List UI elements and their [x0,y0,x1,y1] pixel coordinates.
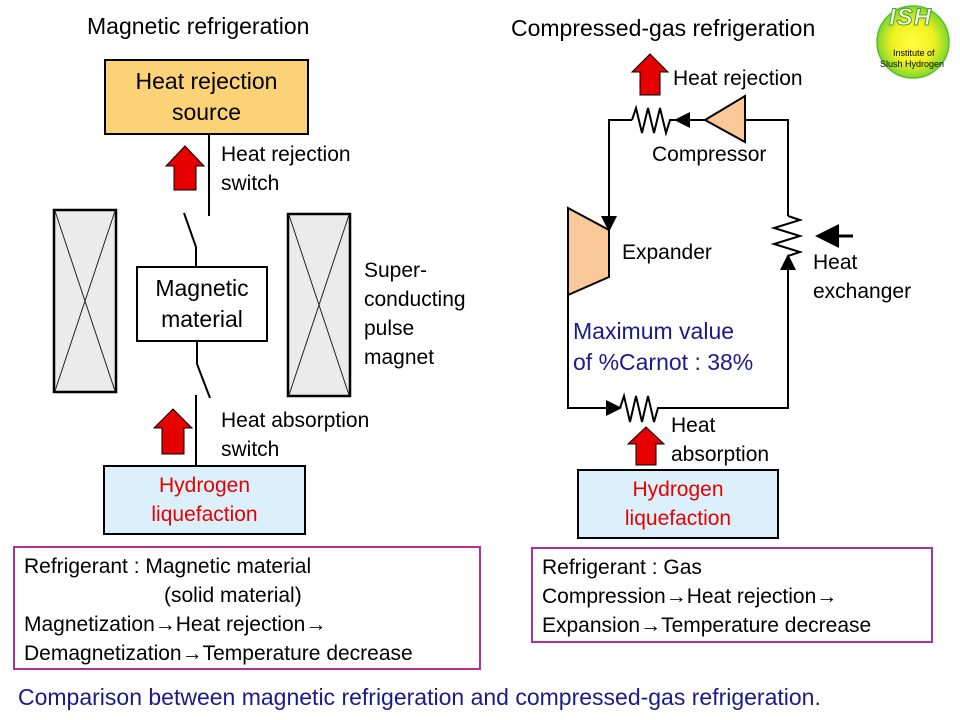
heat-arrow-up-icon [152,408,194,455]
note-line: Compression→Heat rejection→ [542,585,838,608]
pulse-magnet-left [52,208,118,394]
heat-absorption-switch-blade [196,363,211,399]
label-line: exchanger [813,280,912,303]
gas-title: Compressed-gas refrigeration [511,15,816,41]
label-line: Super- [364,259,428,282]
carnot-efficiency-label: Maximum value of %Carnot : 38% [573,316,753,378]
heat-absorption-coil-icon [619,392,662,423]
label-line: magnet [364,346,435,369]
heat-rejection-switch-blade [183,212,197,248]
label-line: Heat rejection [221,143,351,166]
magnetic-title: Magnetic refrigeration [87,13,310,39]
material-line-1: Magnetic [155,275,249,301]
label-line: Heat [671,414,716,437]
expander-label: Expander [622,241,712,264]
compressor-label: Compressor [652,143,767,166]
label-line: of %Carnot : 38% [573,349,754,375]
hydrogen-liquefaction-box-right: Hydrogen liquefaction [577,469,779,539]
compressor-icon [702,94,746,144]
cycle-pipe-top-left [601,119,632,232]
source-line-2: source [171,99,242,125]
heat-arrow-up-icon [164,145,206,191]
ish-logo [876,5,950,79]
figure-caption: Comparison between magnetic refrigeratio… [18,684,821,710]
magnetic-material-box: Magnetic material [136,266,268,342]
note-line: Demagnetization→Temperature decrease [24,642,413,665]
label-line: Heat [813,251,858,274]
logo-line2: Slush Hydrogen [880,59,945,69]
box-line: liquefaction [151,503,258,526]
heat-arrow-up-icon [626,426,666,466]
box-line: liquefaction [624,507,732,530]
note-line: Magnetization→Heat rejection→ [24,613,327,636]
cycle-pipe-top-right [745,119,789,216]
heat-rejection-coil-icon [631,104,676,137]
note-line: Expansion→Temperature decrease [542,614,872,637]
heat-absorption-switch-label: Heat absorption switch [221,406,369,464]
logo-line1: Institute of [893,48,935,58]
box-line: Hydrogen [632,478,724,501]
gas-summary-note: Refrigerant : Gas Compression→Heat rejec… [531,547,933,643]
hydrogen-liquefaction-box-left: Hydrogen liquefaction [103,465,306,535]
logo-abbr: ISH [888,4,933,32]
note-line: Refrigerant : Gas [542,556,702,579]
expander-icon [567,206,610,297]
box-line: Hydrogen [158,474,251,497]
source-line-1: Heat rejection [135,68,278,94]
material-line-2: material [161,306,243,332]
heat-rejection-label: Heat rejection [673,67,803,90]
magnetic-summary-note: Refrigerant : Magnetic material (solid m… [13,546,481,670]
label-line: switch [221,172,280,195]
label-line: pulse [364,317,415,340]
magnet-label: Super- conducting pulse magnet [364,256,466,372]
pulse-magnet-right [286,212,352,398]
heat-absorption-label: Heat absorption [671,411,769,469]
heat-exchanger-coil-icon [770,215,804,257]
cycle-pipe-bottom [567,295,622,416]
cycle-pipe-bottom-right [662,254,796,409]
heat-rejection-source-box: Heat rejection source [104,59,309,135]
heat-exchanger-label: Heat exchanger [813,248,911,306]
label-line: Maximum value [573,318,735,344]
label-line: absorption [671,443,770,466]
heat-arrow-up-icon [630,53,670,96]
heat-rejection-switch-label: Heat rejection switch [221,140,351,198]
note-line: Refrigerant : Magnetic material [24,555,312,578]
label-line: Heat absorption [221,409,370,432]
label-line: conducting [364,288,466,311]
note-line: (solid material) [164,584,302,607]
label-line: switch [221,438,280,461]
